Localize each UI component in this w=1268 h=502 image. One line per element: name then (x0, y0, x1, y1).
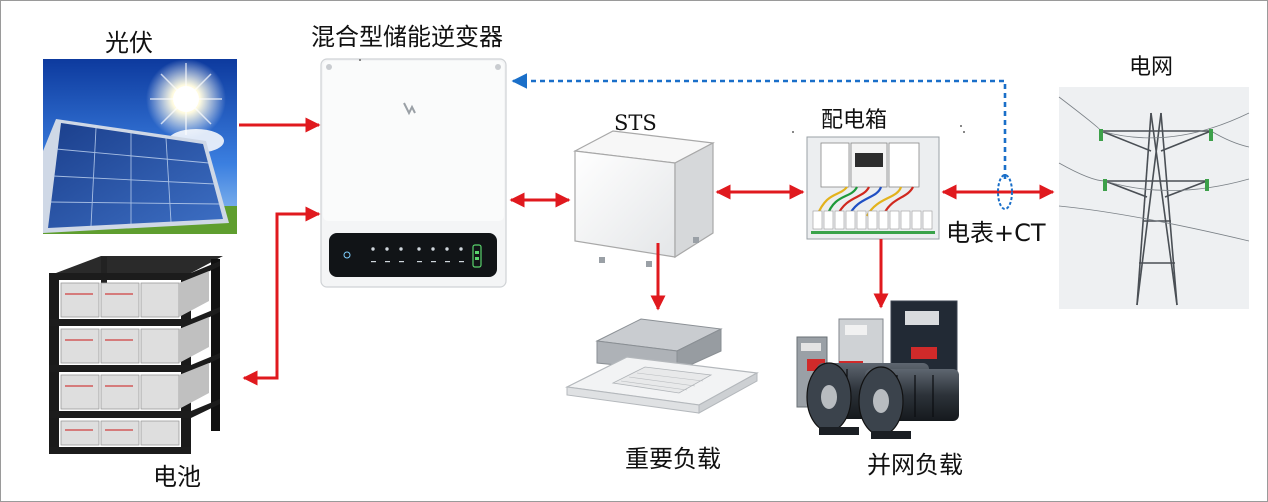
arrow-battery-inverter (242, 206, 321, 386)
label-hybrid-inverter: 混合型储能逆变器 (311, 23, 503, 51)
label-distribution-box: 配电箱 (821, 108, 888, 133)
decorative-specks (359, 59, 965, 133)
sts-box-image (573, 130, 715, 267)
label-pv: 光伏 (105, 29, 153, 57)
ct-sensor-ring (997, 174, 1013, 210)
ct-communication-link (511, 73, 1013, 210)
solar-panel-image (43, 59, 237, 234)
battery-rack-image (49, 256, 223, 454)
distribution-box-image (806, 136, 940, 240)
hybrid-inverter-image (320, 58, 507, 288)
label-grid-load: 并网负载 (867, 451, 963, 479)
label-battery: 电池 (153, 463, 201, 491)
grid-tower-image (1058, 87, 1250, 309)
power-flow-arrows (239, 117, 1055, 386)
label-meter-ct: 电表+CT (946, 219, 1046, 247)
label-sts: STS (614, 111, 657, 135)
motors-image (796, 300, 959, 439)
air-conditioner-image (564, 318, 759, 414)
label-critical-load: 重要负载 (625, 445, 721, 473)
label-grid: 电网 (1129, 55, 1174, 80)
